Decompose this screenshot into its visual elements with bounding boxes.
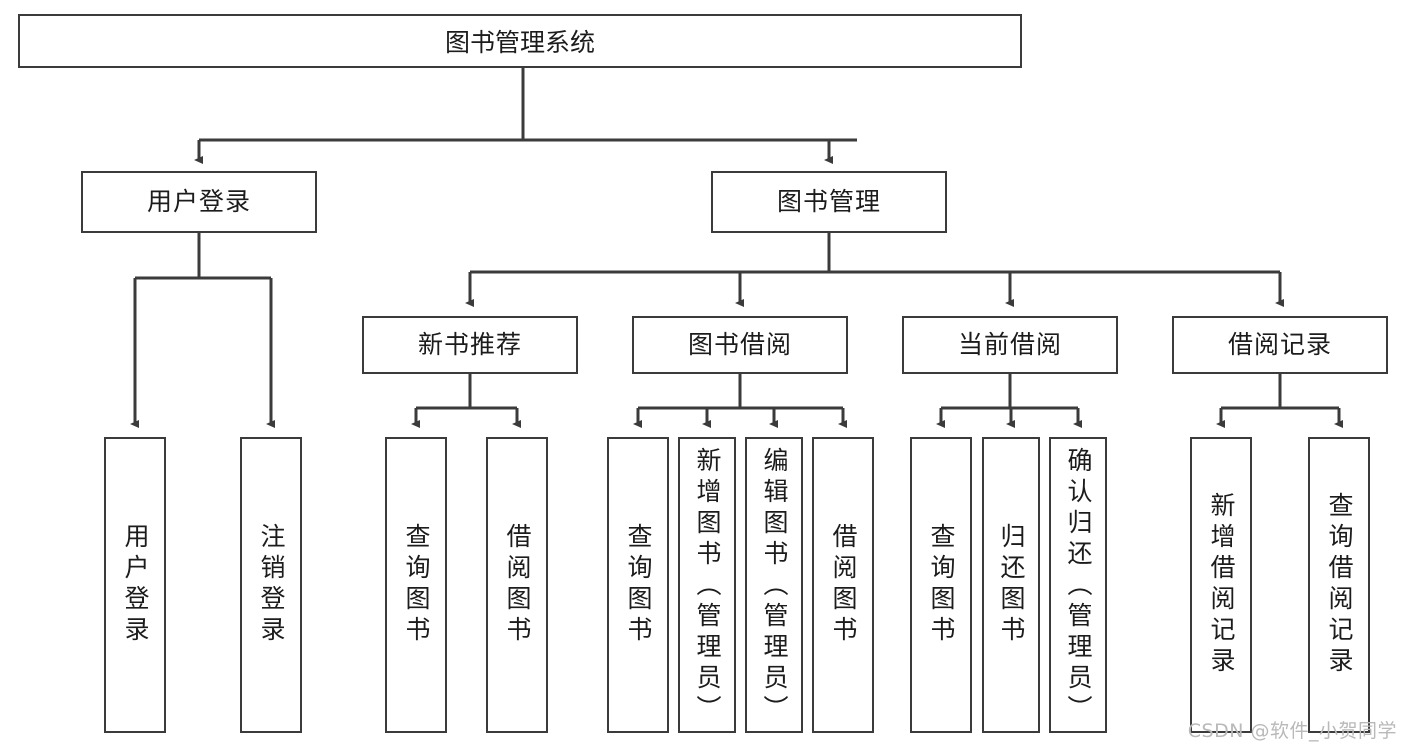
node-book-borrow-label: 图书借阅 [687,330,792,360]
node-leaf-user-login[interactable]: 用户登录 [104,437,166,733]
node-book-borrow[interactable]: 图书借阅 [632,316,848,374]
node-leaf-return-book-label: 归还图书 [997,523,1026,647]
node-leaf-add-book[interactable]: 新增图书（管理员） [678,437,736,733]
node-leaf-query-book-2[interactable]: 查询图书 [607,437,669,733]
node-leaf-confirm-return-label: 确认归还（管理员） [1064,447,1093,726]
node-new-book-recommend-label: 新书推荐 [417,330,522,360]
node-root[interactable]: 图书管理系统 [18,14,1022,68]
node-leaf-query-record[interactable]: 查询借阅记录 [1308,437,1370,733]
node-book-manage-label: 图书管理 [776,187,881,217]
node-borrow-record-label: 借阅记录 [1227,330,1332,360]
node-leaf-add-record[interactable]: 新增借阅记录 [1190,437,1252,733]
node-leaf-edit-book-label: 编辑图书（管理员） [760,447,789,726]
node-leaf-return-book[interactable]: 归还图书 [982,437,1040,733]
node-leaf-query-book-1-label: 查询图书 [402,523,431,647]
node-borrow-record[interactable]: 借阅记录 [1172,316,1388,374]
node-leaf-user-logout-label: 注销登录 [257,523,286,647]
node-leaf-borrow-book-2-label: 借阅图书 [829,523,858,647]
node-leaf-query-record-label: 查询借阅记录 [1325,492,1354,678]
node-root-label: 图书管理系统 [444,28,595,57]
node-leaf-query-book-3-label: 查询图书 [927,523,956,647]
node-user-login[interactable]: 用户登录 [81,171,317,233]
node-leaf-add-book-label: 新增图书（管理员） [693,447,722,726]
node-leaf-borrow-book-1[interactable]: 借阅图书 [486,437,548,733]
watermark: CSDN @软件_小贺同学 [1187,720,1397,742]
node-leaf-confirm-return[interactable]: 确认归还（管理员） [1049,437,1107,733]
node-leaf-query-book-3[interactable]: 查询图书 [910,437,972,733]
node-leaf-borrow-book-2[interactable]: 借阅图书 [812,437,874,733]
node-book-manage[interactable]: 图书管理 [711,171,947,233]
node-leaf-query-book-1[interactable]: 查询图书 [385,437,447,733]
node-leaf-borrow-book-1-label: 借阅图书 [503,523,532,647]
node-current-borrow-label: 当前借阅 [957,330,1062,360]
node-leaf-user-logout[interactable]: 注销登录 [240,437,302,733]
node-new-book-recommend[interactable]: 新书推荐 [362,316,578,374]
node-current-borrow[interactable]: 当前借阅 [902,316,1118,374]
node-leaf-user-login-label: 用户登录 [121,523,150,647]
node-user-login-label: 用户登录 [146,187,251,217]
node-leaf-edit-book[interactable]: 编辑图书（管理员） [745,437,803,733]
node-leaf-add-record-label: 新增借阅记录 [1207,492,1236,678]
node-leaf-query-book-2-label: 查询图书 [624,523,653,647]
